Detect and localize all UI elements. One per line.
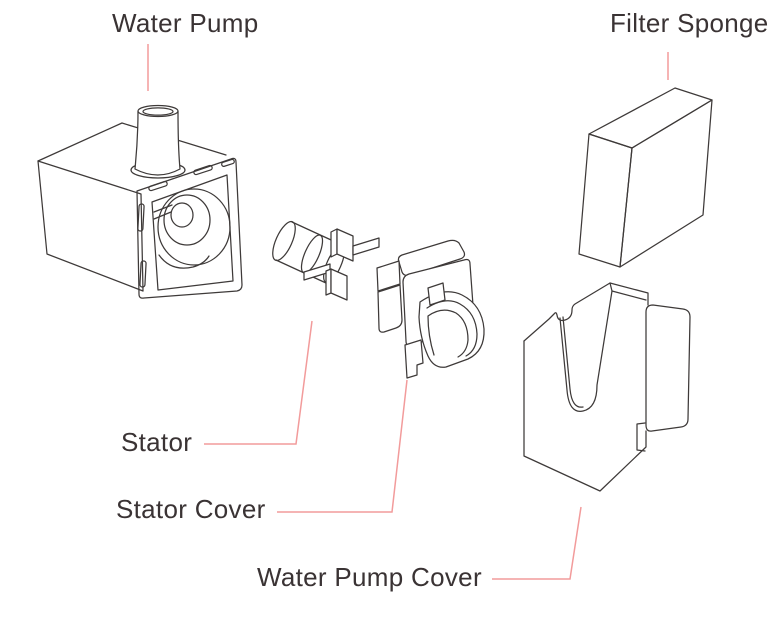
- stator-drawing: [272, 220, 380, 301]
- leader-stator: [204, 320, 313, 445]
- water-pump-cover-drawing: [523, 282, 691, 492]
- leader-stator-cover: [277, 379, 408, 513]
- label-stator-cover: Stator Cover: [116, 494, 266, 524]
- leader-water-pump-cover: [492, 506, 582, 580]
- label-stator: Stator: [121, 427, 193, 457]
- stator-cover-drawing: [376, 239, 485, 379]
- filter-sponge-drawing: [578, 87, 713, 268]
- label-water-pump: Water Pump: [112, 8, 259, 38]
- water-pump-drawing: [37, 104, 243, 299]
- leader-lines: [147, 44, 669, 580]
- label-filter-sponge: Filter Sponge: [610, 8, 769, 38]
- label-water-pump-cover: Water Pump Cover: [257, 562, 482, 592]
